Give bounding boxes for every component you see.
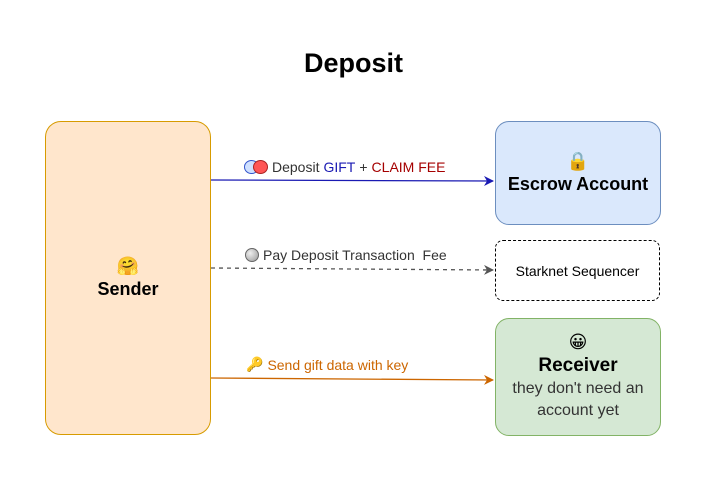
pay-fee-edge-label: Pay Deposit Transaction Fee <box>245 247 447 263</box>
starknet-sequencer-label: Starknet Sequencer <box>515 262 640 279</box>
send-data-arrow <box>210 374 494 385</box>
sender-label: Sender <box>97 279 159 299</box>
two-coins-icon <box>244 160 268 174</box>
receiver-box: 😀 Receiver they don't need an account ye… <box>495 318 661 436</box>
deposit-label-claim-fee: CLAIM FEE <box>371 159 446 175</box>
receiver-label: Receiver <box>538 355 618 376</box>
send-data-edge-label: 🔑 Send gift data with key <box>246 357 409 373</box>
send-data-label: Send gift data with key <box>267 357 409 373</box>
smiley-icon: 😀 <box>568 332 588 353</box>
receiver-sublabel-line1: they don't need an <box>512 380 644 397</box>
coin-icon <box>245 248 259 262</box>
deposit-edge-label: Deposit GIFT + CLAIM FEE <box>244 159 446 175</box>
receiver-sublabel-line2: account yet <box>537 402 619 419</box>
escrow-account-label: Escrow Account <box>507 174 649 194</box>
deposit-arrow <box>210 175 494 186</box>
deposit-label-plus: + <box>359 159 368 175</box>
deposit-label-prefix: Deposit <box>272 159 320 175</box>
escrow-account-box: 🔒 Escrow Account <box>495 121 661 225</box>
diagram-title: Deposit <box>303 48 403 78</box>
hugging-face-icon: 🤗 <box>116 256 140 277</box>
sender-box: 🤗 Sender <box>45 121 211 435</box>
pay-fee-label: Pay Deposit Transaction Fee <box>263 247 447 263</box>
deposit-label-gift: GIFT <box>323 159 356 175</box>
key-icon: 🔑 <box>246 357 264 373</box>
lock-icon: 🔒 <box>566 151 590 172</box>
starknet-sequencer-box: Starknet Sequencer <box>495 240 660 301</box>
pay-fee-arrow <box>210 264 494 275</box>
